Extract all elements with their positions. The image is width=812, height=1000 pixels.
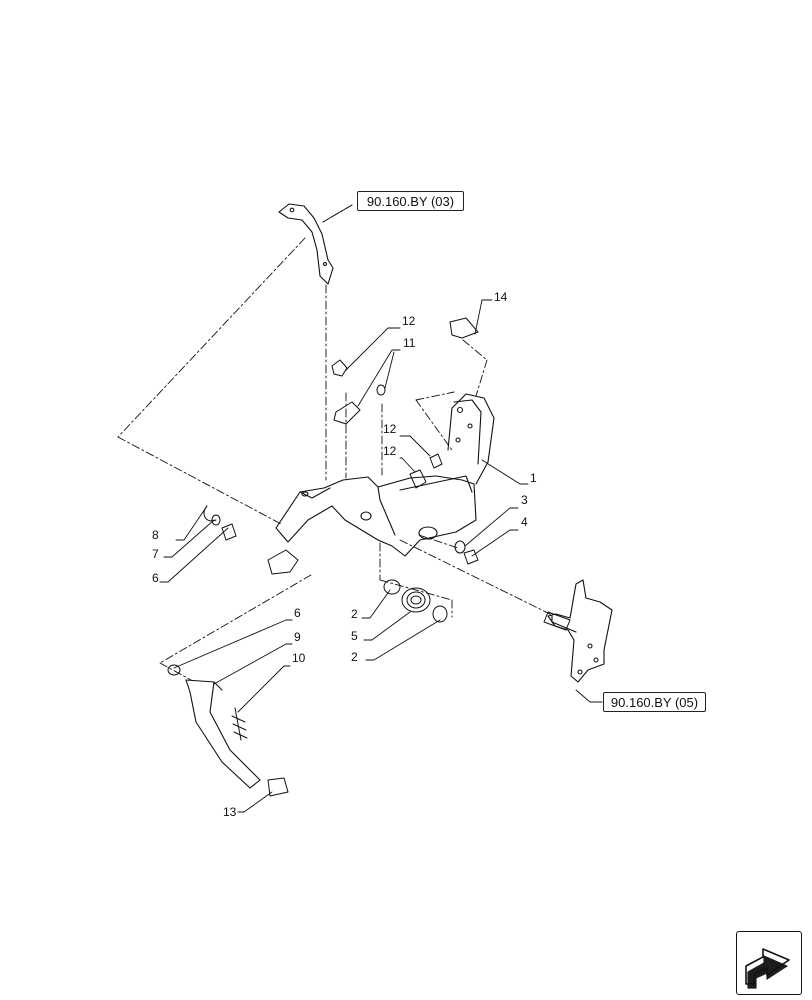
part-10-spring (231, 707, 248, 741)
callout-9: 9 (294, 630, 301, 644)
part-pedal-shaft (543, 611, 571, 631)
pedal-support-bracket (275, 393, 495, 557)
part-9-pedal-arm (185, 679, 261, 789)
part-5-spring (401, 587, 431, 613)
reference-link-90-160-by-05[interactable]: 90.160.BY (05) (603, 692, 706, 712)
part-14-pad (449, 317, 479, 339)
leader-lines (159, 204, 603, 813)
part-7-washer (211, 514, 221, 526)
part-2-bushings (383, 579, 448, 623)
callout-3: 3 (521, 493, 528, 507)
callout-13: 13 (223, 805, 237, 819)
callout-2: 2 (351, 650, 358, 664)
top-bracket (278, 203, 334, 285)
callout-4: 4 (521, 515, 528, 529)
part-3-washer (454, 540, 466, 554)
part-6-bushing-lower (167, 664, 181, 676)
part-13-pedal-pad (267, 777, 289, 797)
bottom-bracket (547, 579, 613, 683)
part-12-clip-top (331, 359, 348, 377)
callout-12: 12 (383, 422, 397, 436)
next-page-arrow-icon[interactable] (736, 931, 802, 995)
assembly-guide-lines (117, 204, 553, 681)
callout-12: 12 (402, 314, 416, 328)
part-11-switch (333, 384, 386, 425)
callout-10: 10 (292, 651, 306, 665)
callout-6: 6 (294, 606, 301, 620)
callout-7: 7 (152, 547, 159, 561)
part-4-nut (463, 549, 479, 565)
callout-12: 12 (383, 444, 397, 458)
callout-2: 2 (351, 607, 358, 621)
callout-1: 1 (530, 471, 537, 485)
arrow-icon (745, 948, 790, 989)
reference-link-90-160-by-03[interactable]: 90.160.BY (03) (357, 191, 464, 211)
callout-14: 14 (494, 290, 508, 304)
callout-6: 6 (152, 571, 159, 585)
callout-8: 8 (152, 528, 159, 542)
part-bushing-left (267, 549, 299, 575)
callout-5: 5 (351, 629, 358, 643)
part-12-clips-right (409, 453, 443, 489)
callout-11: 11 (403, 336, 416, 350)
part-6-bushing (221, 523, 237, 541)
